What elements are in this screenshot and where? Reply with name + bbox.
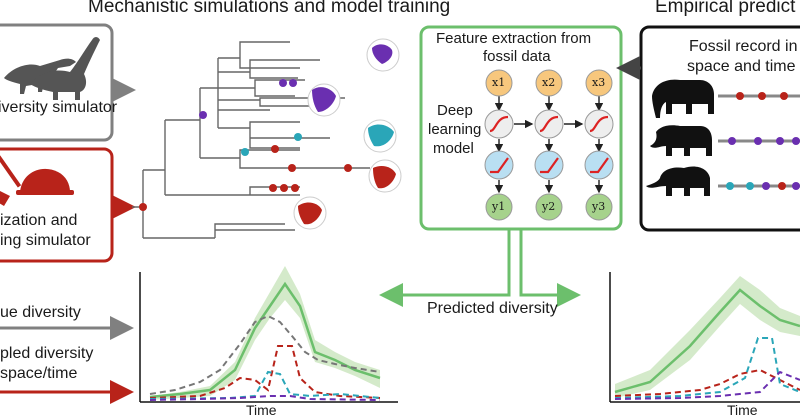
- node-y3: y3: [592, 200, 606, 213]
- title-simulations: Mechanistic simulations and model traini…: [88, 0, 451, 17]
- node-y1: y1: [492, 200, 506, 213]
- globe-red-1-icon: [368, 159, 402, 193]
- fossil-record-box: [616, 25, 800, 232]
- legend-true-diversity: ue diversity: [0, 304, 81, 321]
- diversity-simulator-box: [0, 23, 136, 142]
- feature-title-line2: fossil data: [483, 48, 551, 65]
- fossil-record-line1: Fossil record in: [689, 38, 798, 55]
- mastodon-icon: [650, 125, 712, 156]
- elephant-icon: [652, 79, 714, 118]
- globe-red-2-icon: [293, 196, 327, 230]
- node-x2: x2: [542, 76, 556, 89]
- dl-label-line1: Deep: [437, 102, 473, 119]
- mammoth-icon: [646, 166, 710, 196]
- shovel-icon: [0, 152, 22, 206]
- legend-sampled-line2: space/time: [0, 365, 78, 382]
- fossilization-label-line1: ization and: [0, 212, 78, 229]
- right-diversity-plot: [609, 272, 800, 403]
- fossilization-simulator-box: [0, 147, 136, 263]
- hard-hat-icon: [16, 168, 74, 195]
- tree-dots: [139, 79, 352, 211]
- predicted-diversity-label: Predicted diversity: [427, 300, 558, 317]
- globe-purple-2-icon: [307, 83, 341, 117]
- predicted-connector: [379, 229, 581, 307]
- title-empirical: Empirical predict: [655, 0, 796, 17]
- phylogenetic-tree: [132, 41, 370, 239]
- left-diversity-plot: [139, 266, 398, 403]
- feature-title-line1: Feature extraction from: [436, 30, 592, 47]
- node-x1: x1: [492, 76, 506, 89]
- globe-teal-icon: [363, 119, 397, 153]
- globe-purple-1-icon: [366, 38, 400, 72]
- left-plot-xlabel: Time: [246, 402, 277, 418]
- globe-icons: [293, 38, 402, 230]
- node-x3: x3: [592, 76, 606, 89]
- right-plot-xlabel: Time: [727, 402, 758, 418]
- legend-sampled-line1: pled diversity: [0, 345, 94, 362]
- fossil-record-line2: space and time: [687, 58, 796, 75]
- diversity-simulator-label: iversity simulator: [0, 99, 118, 116]
- dl-label-line2: learning: [428, 121, 482, 138]
- dinosaur-icon: [4, 37, 100, 100]
- dl-label-line3: model: [433, 140, 474, 157]
- fossilization-label-line2: ing simulator: [0, 232, 91, 249]
- node-y2: y2: [542, 200, 556, 213]
